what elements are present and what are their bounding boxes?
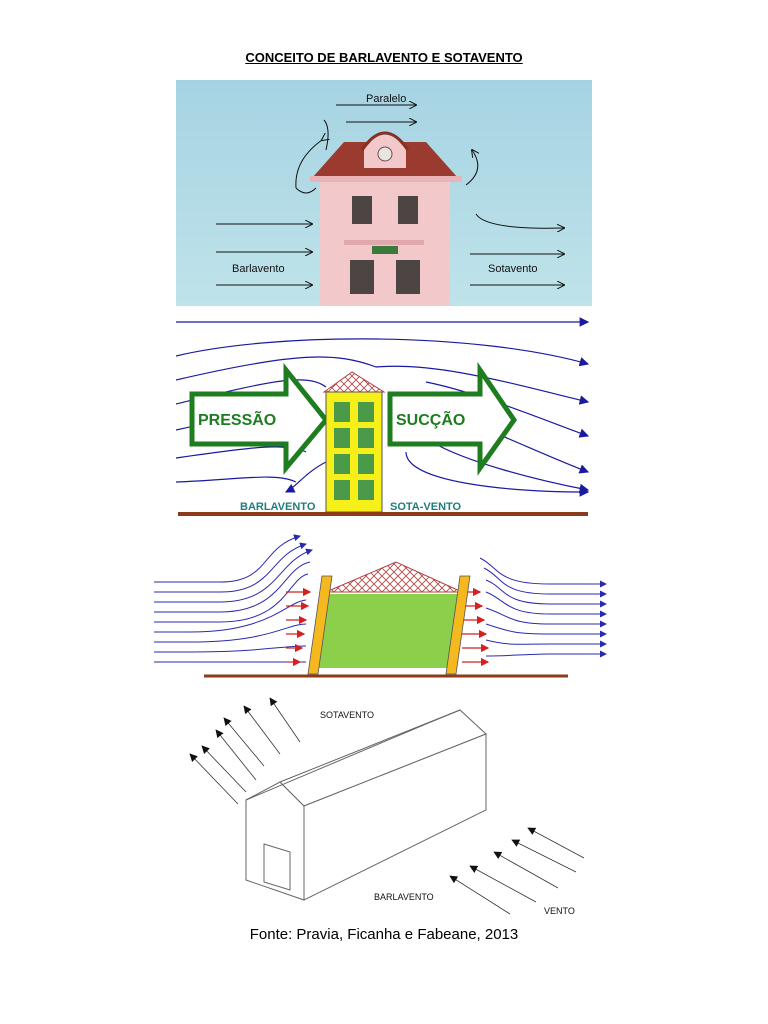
figure-streamlines: PRESSÃO SUCÇÃO BARLAVENTO SOTA-VENTO: [176, 312, 592, 522]
label-paralelo: Paralelo: [366, 93, 406, 105]
document-title: CONCEITO DE BARLAVENTO E SOTAVENTO: [0, 50, 768, 65]
source-caption: Fonte: Pravia, Ficanha e Fabeane, 2013: [0, 926, 768, 943]
green-block: [312, 594, 464, 668]
wind-arrows-bottom: [450, 828, 584, 914]
figure-pressure-block: [150, 528, 612, 682]
label-sotavento: Sotavento: [488, 263, 538, 275]
label-pressao: PRESSÃO: [198, 409, 276, 429]
figure-house-photo: Paralelo Barlavento Sotavento: [176, 80, 592, 306]
label-succao: SUCÇÃO: [396, 409, 465, 429]
yellow-building: [324, 372, 384, 512]
label-barlavento: BARLAVENTO: [240, 501, 316, 513]
label-barlavento: BARLAVENTO: [374, 892, 434, 902]
roof-hatch: [326, 562, 462, 592]
label-sota-vento: SOTA-VENTO: [390, 501, 462, 513]
shed-outline: [246, 710, 486, 900]
figure-shed: SOTAVENTO BARLAVENTO VENTO: [170, 690, 600, 926]
incoming-flow: [154, 536, 312, 662]
outgoing-flow: [480, 558, 606, 656]
house: [310, 133, 462, 306]
label-vento: VENTO: [544, 906, 575, 916]
label-sotavento: SOTAVENTO: [320, 710, 374, 720]
label-barlavento: Barlavento: [232, 263, 285, 275]
